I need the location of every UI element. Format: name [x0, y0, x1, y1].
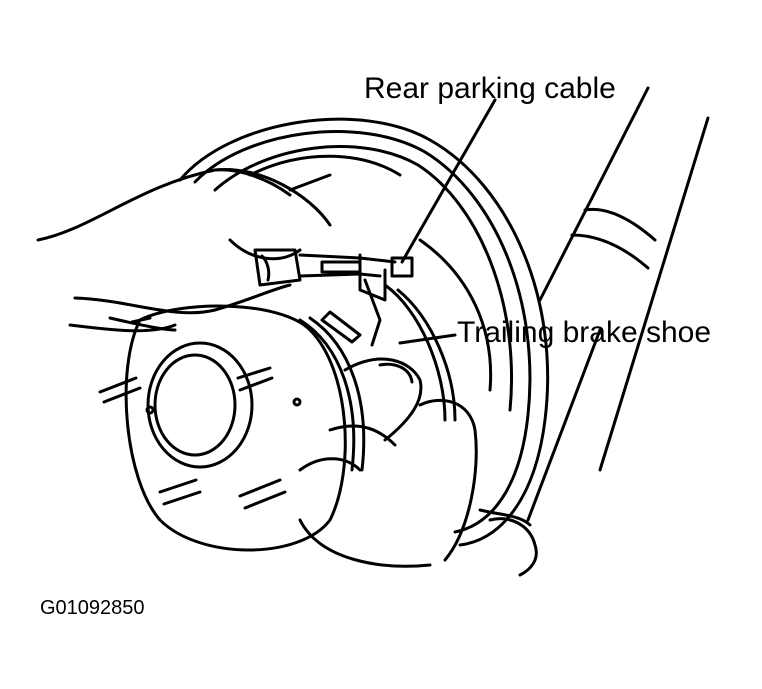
rear-parking-cable-label: Rear parking cable: [364, 72, 616, 105]
cable-tool: [298, 253, 414, 347]
leader-lines: [398, 98, 497, 345]
left-hand: [36, 167, 332, 333]
right-hand: [298, 357, 538, 577]
trailing-brake-shoe-label: Trailing brake shoe: [457, 316, 712, 349]
figure-id: G01092850: [40, 597, 145, 619]
backing-plate: [178, 117, 550, 547]
wheel-studs: [98, 316, 287, 510]
axle-tube: [526, 86, 710, 522]
wheel-hub: [124, 304, 366, 552]
